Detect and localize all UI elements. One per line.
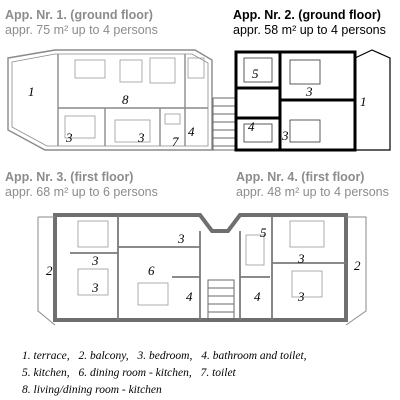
staircase: [212, 97, 236, 151]
room-label-bedroom: 3: [65, 130, 73, 145]
room-label-bathroom: 4: [248, 119, 255, 134]
legend-row: 8. living/dining room - kitchen: [22, 382, 313, 399]
room-label-dining-kitchen: 6: [148, 263, 155, 278]
legend-item-terrace: 1. terrace,: [22, 350, 70, 362]
apartment-3-subtitle: appr. 68 m² up to 6 persons: [5, 185, 158, 199]
first-floor-partitions: [70, 215, 346, 320]
legend-item-balcony: 2. balcony,: [78, 350, 129, 362]
first-floor-plan: 2 3 3 3 6 4 5 3 4 3 2: [37, 213, 367, 326]
apartment-1-furniture: [64, 57, 205, 143]
legend-row: 1. terrace, 2. balcony, 3. bedroom, 4. b…: [22, 348, 313, 365]
room-label-terrace: 1: [360, 94, 367, 109]
apartment-2-subtitle: appr. 58 m² up to 4 persons: [233, 23, 386, 37]
room-label-bedroom: 3: [297, 289, 305, 304]
room-label-bedroom: 3: [91, 280, 99, 295]
apartment-1-title: App. Nr. 1. (ground floor): [5, 8, 153, 22]
room-label-bathroom: 4: [186, 289, 193, 304]
legend-item-dining-kitchen: 6. dining room - kitchen,: [78, 367, 192, 379]
apartment-2-label: App. Nr. 2. (ground floor) appr. 58 m² u…: [233, 8, 386, 38]
room-label-bathroom: 4: [188, 124, 195, 139]
first-floor-staircase: [207, 279, 235, 321]
room-label-toilet: 7: [172, 134, 179, 149]
first-floor-balconies: [37, 216, 367, 326]
room-label-balcony: 2: [46, 263, 53, 278]
apartment-4-title: App. Nr. 4. (first floor): [236, 170, 365, 184]
apartment-1-subtitle: appr. 75 m² up to 4 persons: [5, 23, 158, 37]
apartment-1-outline: [7, 49, 213, 151]
room-label-balcony: 2: [354, 258, 361, 273]
apartment-4-subtitle: appr. 48 m² up to 4 persons: [236, 185, 389, 199]
room-label-kitchen: 5: [260, 225, 267, 240]
legend-item-kitchen: 5. kitchen,: [22, 367, 70, 379]
legend-item-toilet: 7. toilet: [200, 367, 236, 379]
room-label-terrace: 1: [28, 84, 35, 99]
room-label-bedroom: 3: [281, 128, 289, 143]
room-label-bedroom: 3: [305, 84, 313, 99]
room-label-kitchen: 5: [252, 66, 259, 81]
legend-item-bedroom: 3. bedroom,: [137, 350, 193, 362]
first-floor-outline: [53, 213, 348, 322]
room-label-bedroom: 3: [137, 130, 145, 145]
legend: 1. terrace, 2. balcony, 3. bedroom, 4. b…: [22, 348, 313, 399]
apartment-2-title: App. Nr. 2. (ground floor): [233, 8, 381, 22]
first-floor-furniture: [77, 220, 325, 306]
legend-item-living: 8. living/dining room - kitchen: [22, 384, 162, 396]
room-label-bathroom: 4: [254, 289, 261, 304]
room-label-bedroom: 3: [297, 251, 305, 266]
ground-floor-plan: 1 8 3 3 4 7 5 3 4 3 1: [7, 49, 391, 152]
apartment-4-label: App. Nr. 4. (first floor) appr. 48 m² up…: [236, 170, 389, 200]
room-label-living: 8: [122, 92, 129, 107]
legend-row: 5. kitchen, 6. dining room - kitchen, 7.…: [22, 365, 313, 382]
apartment-1-label: App. Nr. 1. (ground floor) appr. 75 m² u…: [5, 8, 158, 38]
apartment-2-terrace: [354, 49, 391, 151]
apartment-2-furniture: [243, 57, 321, 143]
apartment-3-title: App. Nr. 3. (first floor): [5, 170, 134, 184]
room-label-bedroom: 3: [177, 231, 185, 246]
apartment-3-label: App. Nr. 3. (first floor) appr. 68 m² up…: [5, 170, 158, 200]
room-label-bedroom: 3: [91, 253, 99, 268]
legend-item-bathroom: 4. bathroom and toilet,: [201, 350, 307, 362]
